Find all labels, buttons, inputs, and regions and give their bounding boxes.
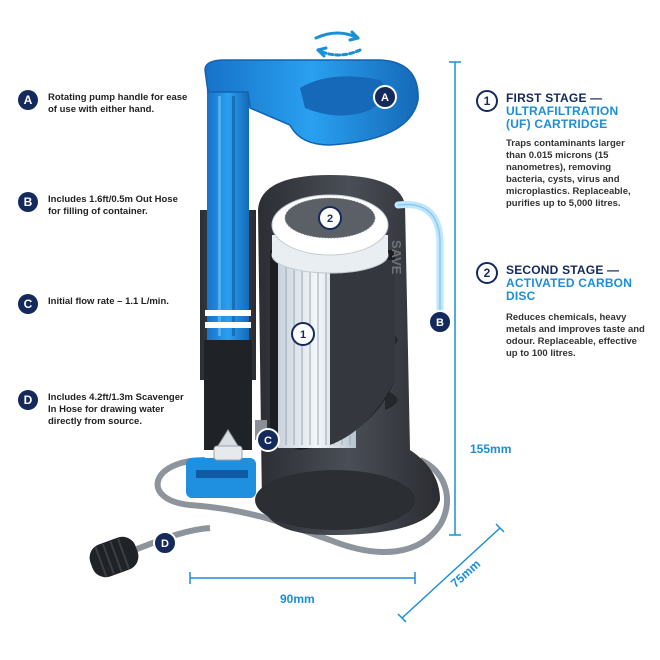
callout-c-marker: C [256,428,280,452]
dimension-width: 90mm [280,592,315,606]
feature-d-badge: D [18,390,38,410]
feature-a-badge: A [18,90,38,110]
feature-a-text: Rotating pump handle for ease of use wit… [48,92,188,115]
callout-d-marker: D [153,531,177,555]
stage-2-title: SECOND STAGE — [506,263,620,277]
rotate-arrows-icon [314,30,362,58]
stage-1-title: FIRST STAGE — [506,91,603,105]
feature-c-badge: C [18,294,38,314]
stage-1-subtitle: ULTRAFILTRATION (UF) CARTRIDGE [506,104,619,131]
scavenger-hose [154,457,451,555]
stage-1-number: 1 [476,90,498,112]
callout-a-marker: A [373,85,397,109]
callout-stage-2-marker: 2 [318,206,342,230]
dimension-height: 155mm [470,442,512,456]
pump-handle [204,59,419,146]
stage-1-description: Traps contaminants larger than 0.015 mic… [506,138,631,209]
svg-text:D: D [161,538,169,550]
feature-c-text: Initial flow rate – 1.1 L/min. [48,296,169,307]
svg-text:1: 1 [300,329,306,341]
svg-text:C: C [264,435,272,447]
pump-cylinder [200,90,256,450]
svg-text:2: 2 [327,213,333,225]
pump-base [186,429,256,498]
feature-d-text: Includes 4.2ft/1.3m Scavenger In Hose fo… [48,392,184,427]
dimension-lines [189,61,505,623]
filter-housing [255,175,440,535]
stage-2-subtitle: ACTIVATED CARBON DISC [506,276,633,303]
stage-2-description: Reduces chemicals, heavy metals and impr… [506,312,645,359]
feature-b-badge: B [18,192,38,212]
hose-intake-nozzle [89,536,139,578]
feature-b-text: Includes 1.6ft/0.5m Out Hose for filling… [48,194,178,217]
stage-2-number: 2 [476,262,498,284]
svg-text:A: A [381,92,389,104]
callout-b-marker: B [428,310,452,334]
brand-mark: SAVE [389,240,404,275]
callout-stage-1-marker: 1 [291,322,315,346]
svg-text:B: B [436,317,444,329]
